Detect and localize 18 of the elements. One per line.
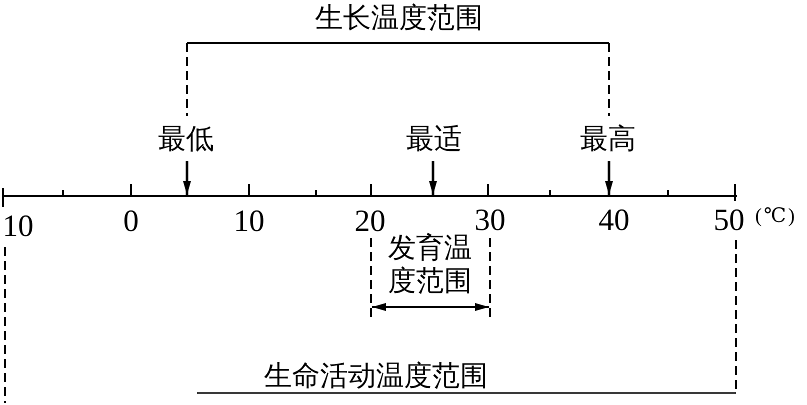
point-label: 最适 <box>406 124 462 156</box>
point-label: 最低 <box>158 124 214 156</box>
range-label: 生命活动温度范围 <box>264 360 488 394</box>
arrow <box>183 161 191 195</box>
tick-label: 0 <box>123 208 139 234</box>
range-label: 生长温度范围 <box>315 2 483 36</box>
arrow <box>429 161 437 195</box>
arrow <box>605 161 613 195</box>
tick-label: 10 <box>234 208 264 234</box>
axis-line <box>2 195 737 197</box>
tick-label: 40 <box>598 208 630 232</box>
tick-label: 10 <box>2 214 34 238</box>
tick-label: 20 <box>354 208 386 234</box>
tick-label: 50 <box>714 208 744 232</box>
unit-label: (℃) <box>755 206 797 226</box>
range-label: 发育温度范围 <box>387 232 473 298</box>
point-label: 最高 <box>580 124 636 156</box>
tick-label: 30 <box>474 208 506 232</box>
